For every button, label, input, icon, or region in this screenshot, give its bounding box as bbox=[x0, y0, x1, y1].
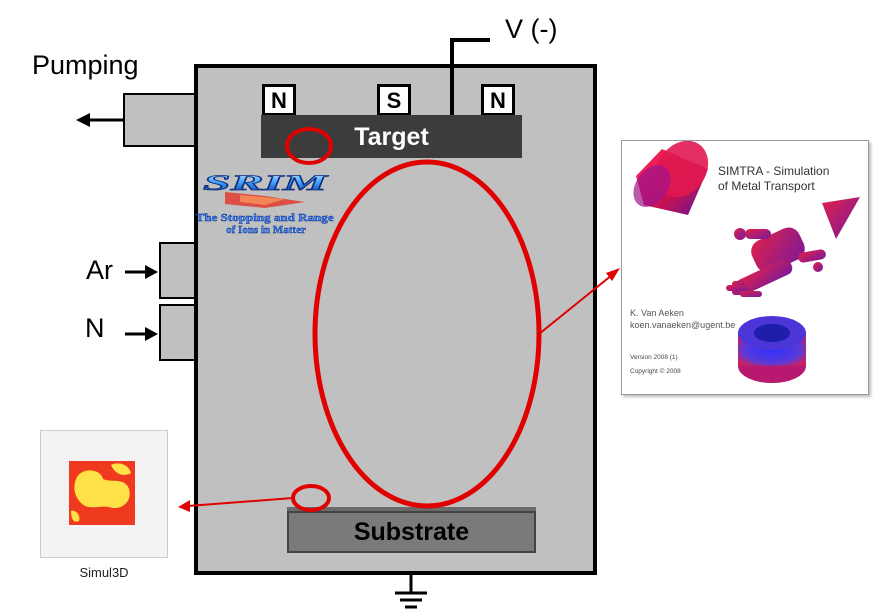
svg-text:The Stopping and Range of: The Stopping and Range of Ions in Matter bbox=[196, 212, 337, 236]
simtra-graphics: SIMTRA - Simulation of Metal Transport K… bbox=[630, 141, 860, 383]
voltage-wire bbox=[450, 38, 490, 115]
simtra-cylinder-image bbox=[633, 141, 709, 215]
simul3d-label: Simul3D bbox=[79, 565, 129, 580]
n-inlet-port bbox=[159, 304, 196, 361]
pumping-arrow bbox=[76, 113, 123, 127]
n-inlet-arrow bbox=[125, 327, 158, 341]
ground-symbol bbox=[395, 575, 427, 609]
pumping-label: Pumping bbox=[32, 50, 139, 80]
substrate: Substrate bbox=[287, 511, 536, 553]
ar-inlet-arrow bbox=[125, 265, 158, 279]
magnet-n-left: N bbox=[262, 84, 296, 116]
voltage-label: V (-) bbox=[505, 14, 558, 44]
simtra-copyright: Copyright © 2008 bbox=[630, 367, 681, 375]
substrate-surface bbox=[287, 507, 536, 513]
target-erosion-highlight bbox=[285, 127, 333, 165]
pumping-port bbox=[123, 93, 196, 147]
ar-inlet-label: Ar bbox=[86, 255, 113, 285]
simul3d-callout-arrow bbox=[178, 497, 294, 512]
simtra-title-line1: SIMTRA - Simulation bbox=[718, 164, 829, 178]
srim-subtitle: The Stopping and Range bbox=[196, 212, 334, 224]
simtra-author: K. Van Aeken bbox=[630, 308, 684, 318]
substrate-growth-highlight bbox=[291, 484, 331, 512]
n-inlet-label: N bbox=[85, 313, 105, 343]
target: Target bbox=[261, 115, 522, 158]
simul3d-thumbnail: Simul3D bbox=[40, 430, 168, 580]
srim-title: SRIM bbox=[203, 172, 330, 195]
simtra-version: Version 2008 (1) bbox=[630, 354, 678, 361]
simtra-title-line2: of Metal Transport bbox=[718, 179, 815, 193]
simtra-callout-arrow bbox=[538, 268, 620, 335]
simtra-robot-image bbox=[726, 197, 860, 297]
simul3d-image bbox=[69, 461, 135, 525]
magnet-n-right: N bbox=[481, 84, 515, 116]
transport-region-highlight bbox=[312, 159, 542, 509]
ar-inlet-port bbox=[159, 242, 196, 299]
magnet-s: S bbox=[377, 84, 411, 116]
simtra-panel: SIMTRA - Simulation of Metal Transport K… bbox=[621, 140, 869, 395]
srim-logo: SRIM The Stopping and Range of Ions in M… bbox=[195, 172, 337, 236]
simtra-email: koen.vanaeken@ugent.be bbox=[630, 320, 735, 330]
simtra-ring-image bbox=[738, 316, 806, 383]
